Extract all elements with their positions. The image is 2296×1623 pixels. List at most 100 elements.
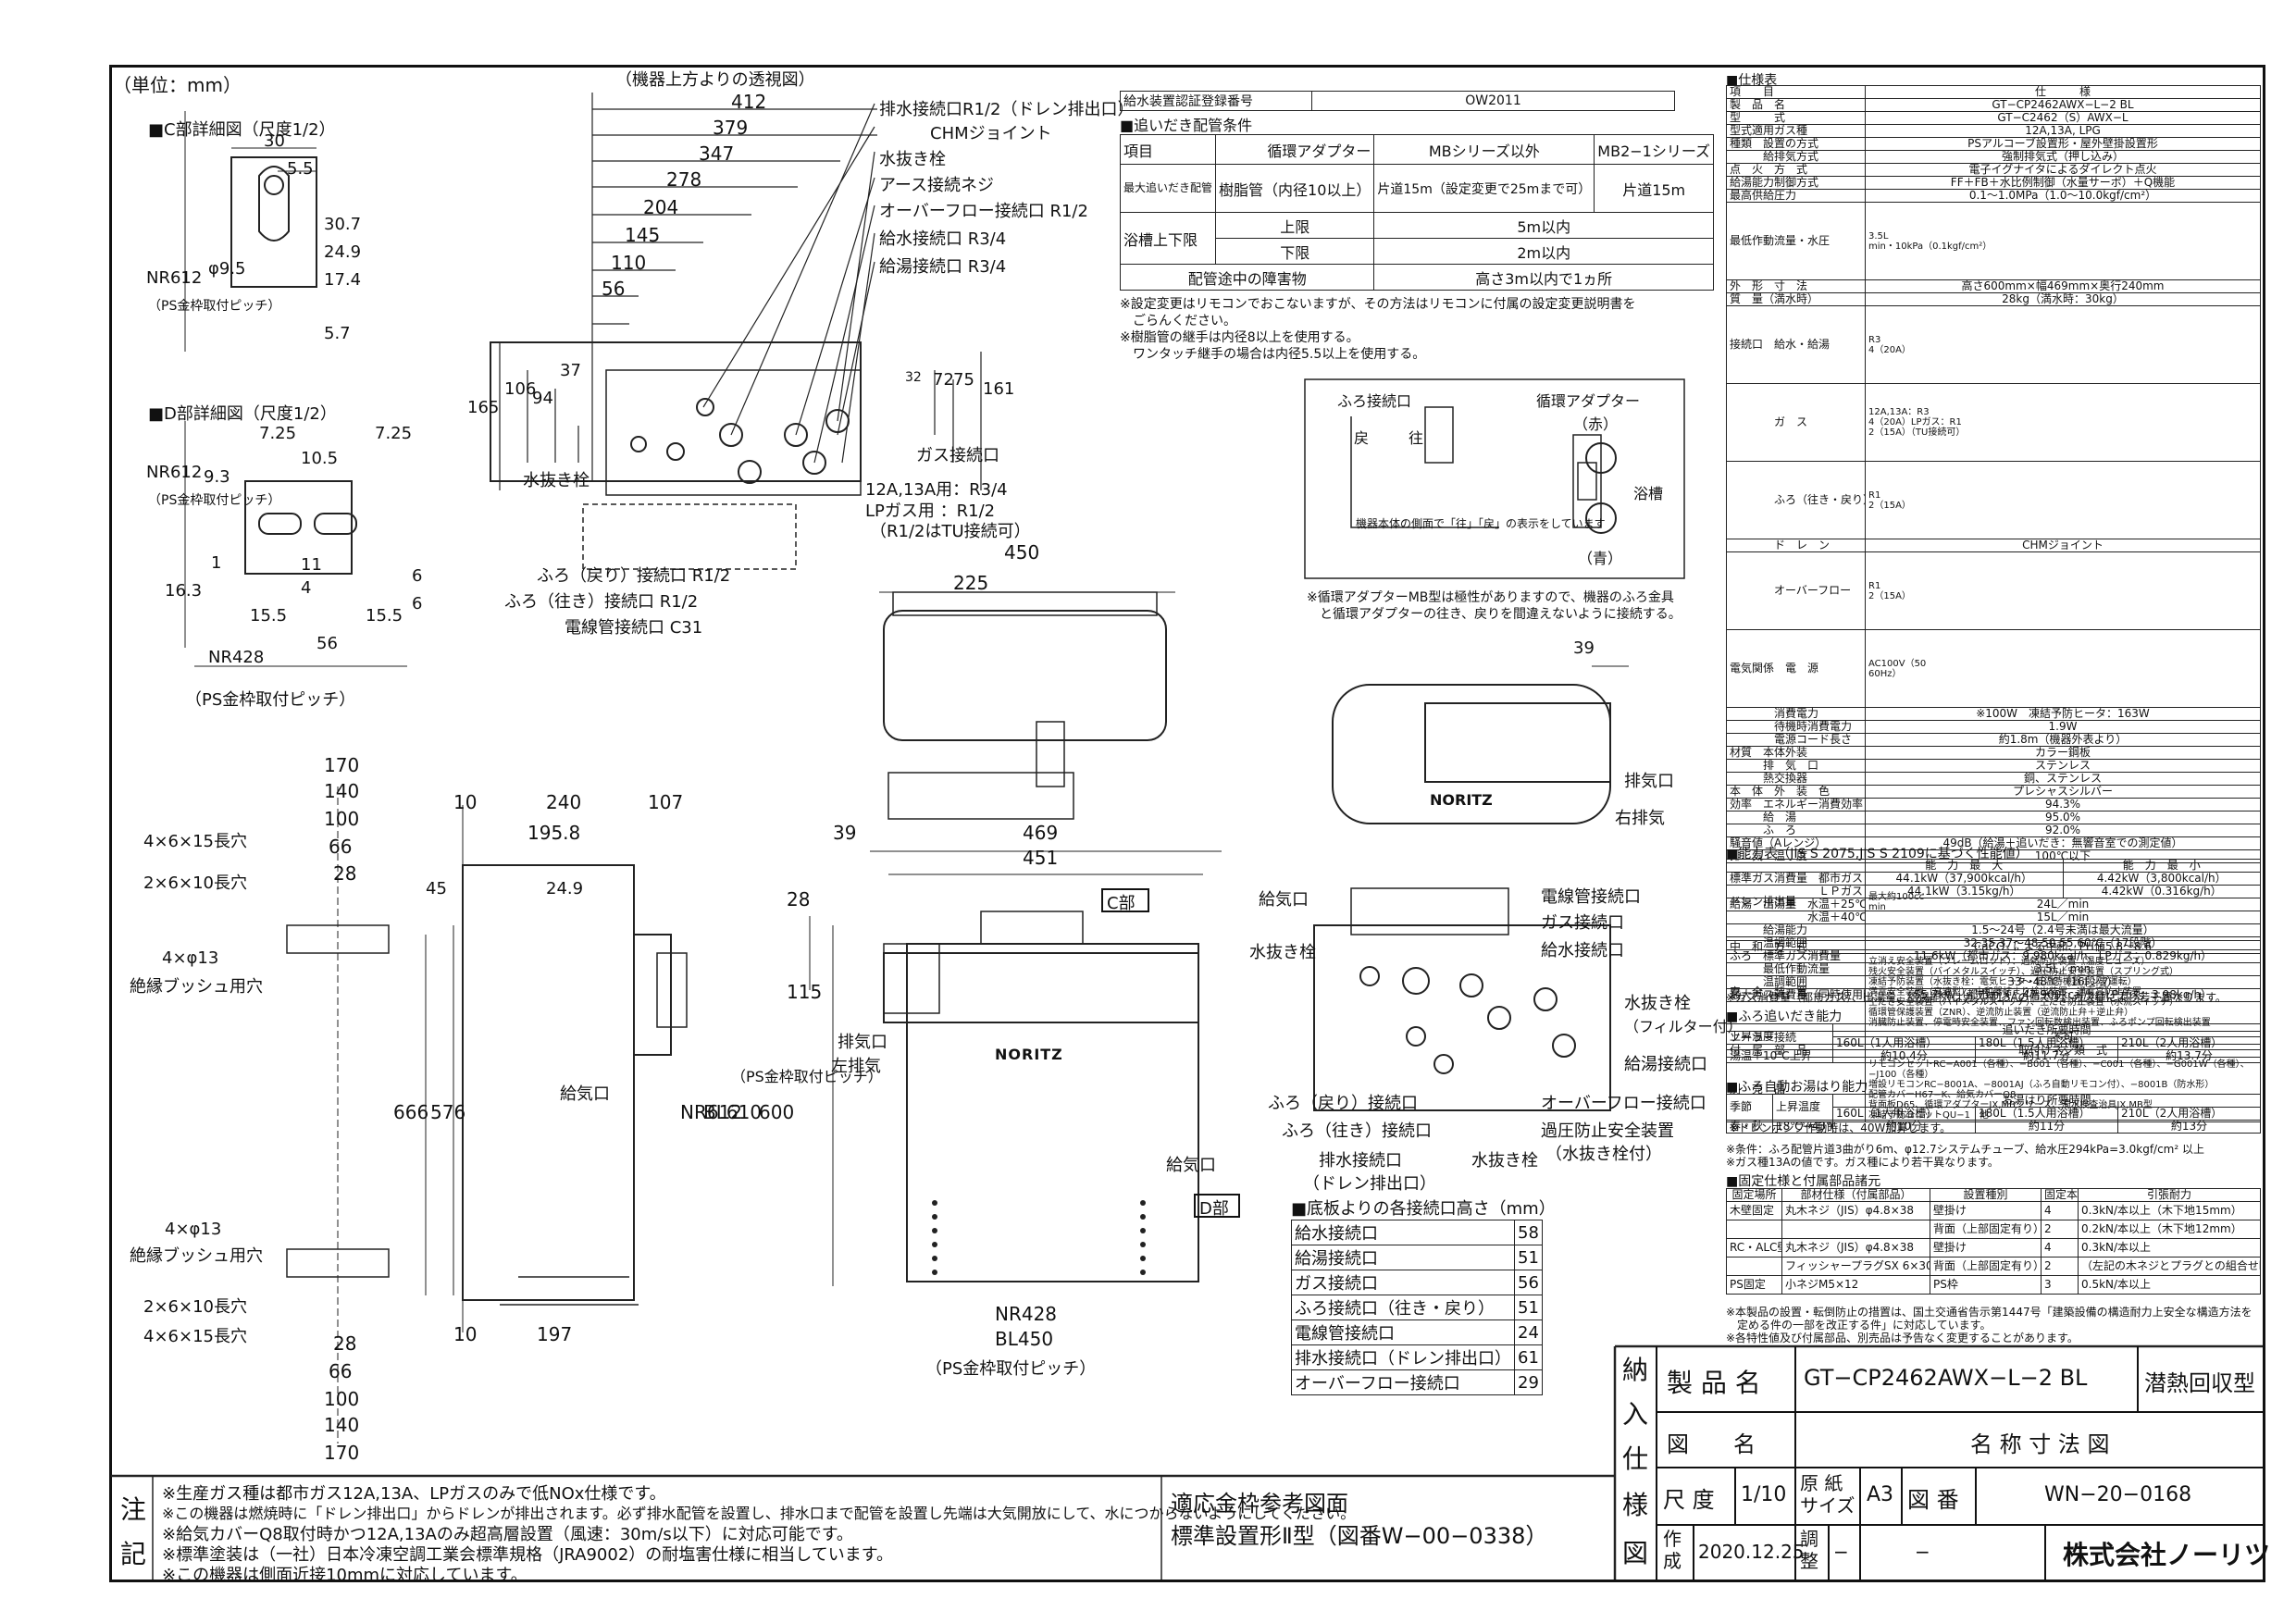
note-line: ※標準塗装は（一社）日本冷凍空調工業会標準規格（JRA9002）の耐塩害仕様に相… xyxy=(162,1545,893,1565)
spec-value: 0.1〜1.0MPa（1.0〜10.0kgf/cm²） xyxy=(1865,189,2261,203)
reg-value: OW2011 xyxy=(1311,91,1675,111)
cell: 3 xyxy=(2041,1275,2079,1295)
side-label: 4×φ13 xyxy=(162,948,219,968)
spec-title: ■仕様表 xyxy=(1726,73,1778,88)
bottom-label: 給気口 xyxy=(1259,890,1309,910)
oidaki-cap-title: ■ふろ追いだき能力 xyxy=(1726,1010,1843,1024)
spec-item: 種類 設置の方式 xyxy=(1726,137,1866,151)
cell: 3.5L／min xyxy=(1865,962,2261,976)
side-dim: 140 xyxy=(324,780,360,802)
top-view-leader-lines xyxy=(702,103,875,464)
spec-row: 質 量（満水時）28kg（満水時：30kg） xyxy=(1726,292,2261,306)
cell: 片道15m xyxy=(1594,164,1715,213)
cell xyxy=(1781,1220,1930,1239)
cell: 160L（1人用浴槽） xyxy=(1832,1107,1976,1121)
made-date: 2020.12.25 xyxy=(1698,1541,1805,1563)
side-dim: 100 xyxy=(324,1388,360,1410)
d-detail-title: ■D部詳細図（尺度1/2） xyxy=(148,404,337,424)
spec-item: 排 気 口 xyxy=(1726,759,1866,773)
spec-value: 12A,13A, LPG xyxy=(1865,124,2261,138)
noritz-logo: NORITZ xyxy=(995,1046,1063,1063)
spec-value: 12A,13A：R3 4（20A）LPガス：R1 2（15A）（TU接続可） xyxy=(1865,383,2261,462)
label: 12A,13A用：R3/4 xyxy=(865,480,1008,500)
fix-note: ※本製品の設置・転倒防止の措置は、国土交通省告示第1447号「建築設備の構造耐力… xyxy=(1726,1306,2253,1319)
oidaki-title: ■追いだき配管条件 xyxy=(1120,117,1253,134)
cell: 温調範囲 xyxy=(1726,936,1866,950)
noritz-logo-right: NORITZ xyxy=(1430,791,1493,809)
cell: 給湯接続口 xyxy=(1291,1245,1515,1270)
cell: 水温＋40℃ xyxy=(1726,911,1866,924)
reg-label: 給水装置認証登録番号 xyxy=(1120,91,1312,111)
side-label: NR612 xyxy=(680,1101,743,1123)
side-label: 4×6×15長穴 xyxy=(143,832,247,851)
right-dim: 39 xyxy=(1573,638,1595,658)
cell: 最大追いだき配管 xyxy=(1119,164,1217,213)
side-char: 図 xyxy=(1622,1538,1649,1568)
cell: 壁掛け xyxy=(1930,1201,2042,1220)
auto-cap-table: 季節上昇温度お湯はり所要時間 160L（1人用浴槽）180L（1.5人用浴槽）2… xyxy=(1726,1094,2261,1134)
cell: 210L（2人用浴槽） xyxy=(2117,1036,2261,1050)
bottom-label: 排水接続口 xyxy=(1319,1151,1402,1171)
spec-value: PSアルコーブ設置形・屋外壁掛設置形 xyxy=(1865,137,2261,151)
c-part-tag: C部 xyxy=(1101,888,1149,913)
cell: 約10分 xyxy=(1832,1120,1976,1134)
cell: ガス接続口 xyxy=(1291,1270,1515,1295)
title-row-scale: 尺 度 1/10 原 紙 サイズ A3 図 番 WN−20−0168 xyxy=(1656,1467,2263,1526)
cell: 部材仕様（付属部品） xyxy=(1781,1188,1930,1202)
d-dim: 15.5 xyxy=(250,606,288,626)
spec-value: AC100V（50 60Hz） xyxy=(1865,629,2261,708)
cell: 最大ガス消費量（同時使用時） xyxy=(1726,988,1866,1002)
spec-value: ステンレス xyxy=(1865,759,2261,773)
bottom-label: （水抜き栓付） xyxy=(1545,1145,1662,1164)
d-part-tag: D部 xyxy=(1194,1194,1240,1219)
bottom-label: 電線管接続口 xyxy=(1541,887,1641,907)
adapter-label: ふろ接続口 xyxy=(1337,392,1412,410)
cell: （左記の木ネジとプラグとの組合せ時） xyxy=(2078,1257,2261,1276)
side-label: 絶縁ブッシュ用穴 xyxy=(130,1246,263,1266)
spec-head-item: 項 目 xyxy=(1726,85,1866,99)
bottom-label: ふろ（戻り）接続口 xyxy=(1268,1094,1418,1113)
adapter-label: 循環アダプター xyxy=(1536,392,1641,410)
d-dim: 1 xyxy=(211,553,222,573)
cell: 高さ3m以内で1ヵ所 xyxy=(1373,264,1715,291)
top-view-ports xyxy=(630,398,850,484)
cell: 給湯 出湯量 水温＋25℃ xyxy=(1726,898,1866,911)
spec-item: 電気関係 電 源 xyxy=(1726,629,1866,708)
cell: 循環アダプター xyxy=(1215,134,1375,165)
cell: 能 力 最 小 xyxy=(2062,859,2261,873)
fig-name: 名 称 寸 法 図 xyxy=(1970,1431,2110,1457)
cell: 約13分 xyxy=(2117,1120,2261,1134)
adapter-label: 機器本体の側面で「往」「戻」の表示をしています xyxy=(1356,517,1606,530)
label: 給水接続口 R3/4 xyxy=(879,229,1007,249)
spec-row: 熱交換器銅、ステンレス xyxy=(1726,772,2261,786)
scale-value: 1/10 xyxy=(1741,1483,1787,1506)
spec-item: 本 体 外 装 色 xyxy=(1726,785,1866,799)
spec-item: 給排気方式 xyxy=(1726,150,1866,164)
top-view-title: （機器上方よりの透視図） xyxy=(615,70,815,90)
spec-value: 強制排気式（押し込み） xyxy=(1865,150,2261,164)
adapter-label: （青） xyxy=(1578,550,1623,567)
side-dim: 195.8 xyxy=(527,822,581,844)
spec-row: 外 形 寸 法高さ600mm×幅469mm×奥行240mm xyxy=(1726,279,2261,293)
d-dim: 16.3 xyxy=(165,581,203,601)
label: 水抜き栓 xyxy=(879,150,946,169)
side-dim: 10 xyxy=(453,1323,478,1345)
cell: 木壁固定 xyxy=(1726,1201,1782,1220)
c-dim: 17.4 xyxy=(324,270,362,290)
cap-row: 最大ガス消費量（同時使用時）55.7kW（都市ガス：47,900kcal/h、L… xyxy=(1726,988,2261,1002)
cell: 33〜48℃（16段階） xyxy=(1865,975,2261,989)
label: 給湯接続口 R3/4 xyxy=(879,257,1007,277)
outline-dim: 225 xyxy=(953,572,989,594)
product-type: 潜熱回収型 xyxy=(2144,1370,2255,1396)
c-dim: 5.5 xyxy=(287,159,314,179)
top-dim: 106 xyxy=(504,379,537,399)
spec-head-value: 仕 様 xyxy=(1865,85,2261,99)
